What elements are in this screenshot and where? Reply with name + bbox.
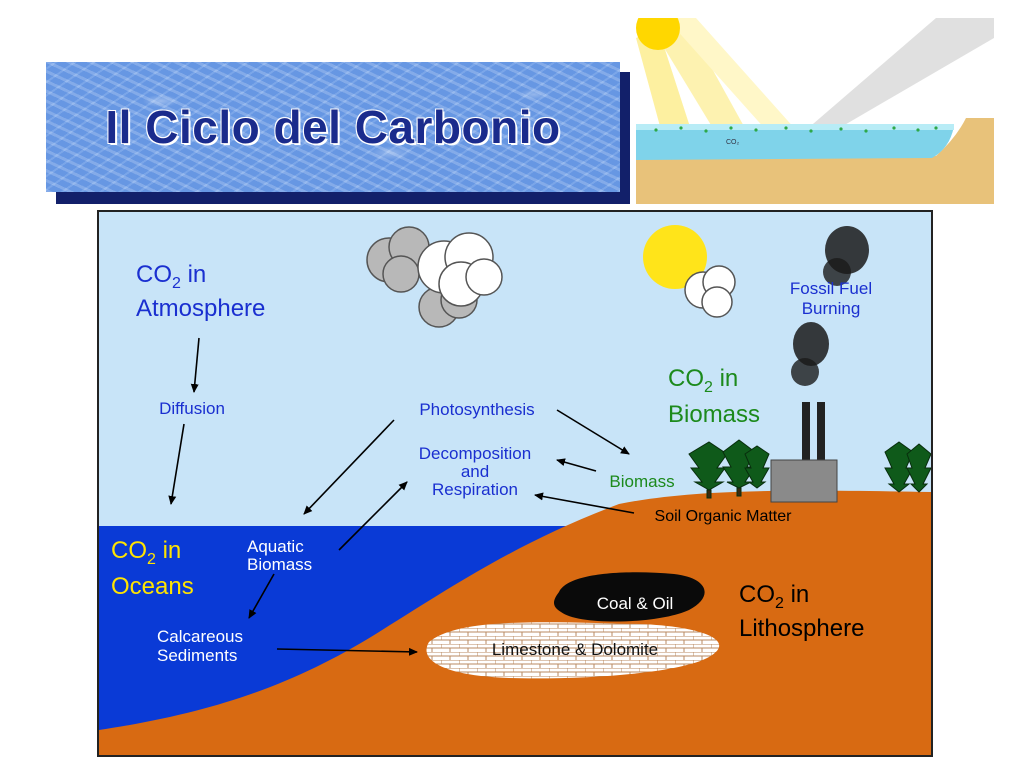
svg-text:and: and [461,462,489,481]
slide-title: Il Ciclo del Carbonio [105,101,561,153]
calcareous-sediments-label: Calcareous Sediments [157,627,243,665]
arrow-photosynthesis-biomass [556,409,630,455]
cloud-small-icon [684,265,736,318]
co2-oceans-label: CO2 in Oceans [111,537,194,600]
carbon-cycle-diagram: Coal & Oil Limestone & Dolomite CO2 in A… [97,210,933,757]
arrow-photosynthesis-aquatic [303,419,395,515]
svg-text:Sediments: Sediments [157,646,237,665]
sun-ray [646,18,746,130]
water [636,126,954,160]
arrow-diffusion-ocean [168,423,185,505]
flow-arrows [168,337,635,656]
limestone-dolomite-label: Limestone & Dolomite [492,640,658,659]
svg-text:CO2 in: CO2 in [739,581,809,612]
svg-text:CO2 in: CO2 in [111,537,181,568]
biomass-label: Biomass [609,472,674,491]
sun-ray [636,28,691,130]
arrow-soil-respiration [534,492,635,514]
sand [636,118,994,204]
reflected-ray [806,18,994,130]
soil-organic-matter-label: Soil Organic Matter [655,508,793,525]
svg-text:Lithosphere: Lithosphere [739,615,864,642]
diffusion-label: Diffusion [159,399,225,418]
sun-icon [636,18,680,50]
decomposition-respiration-label: Decomposition and Respiration [419,444,531,499]
co2-atmosphere-label: CO2 in Atmosphere [136,261,265,322]
co2-dots [654,126,938,133]
tree-icons [688,439,931,499]
sun-ray [666,18,796,130]
svg-text:Burning: Burning [802,299,861,318]
title-banner: Il Ciclo del Carbonio [46,62,620,192]
svg-text:Biomass: Biomass [668,401,760,428]
svg-text:CO2 in: CO2 in [668,365,738,396]
sun-over-water-illustration: CO₂ [636,18,994,204]
svg-text:CO2 in: CO2 in [136,261,206,292]
limestone-dolomite-deposit [426,622,720,679]
photosynthesis-label: Photosynthesis [419,400,534,419]
svg-text:Respiration: Respiration [432,480,518,499]
svg-text:Atmosphere: Atmosphere [136,295,265,322]
arrow-atmosphere-diffusion [190,337,200,393]
svg-text:Biomass: Biomass [247,555,312,574]
coal-oil-label: Coal & Oil [597,594,674,613]
cloud-white-icon [417,232,503,307]
co2-biomass-label: CO2 in Biomass [668,365,760,428]
factory-icon [770,402,838,503]
svg-text:Aquatic: Aquatic [247,537,304,556]
arrow-biomass-decomposition [556,458,597,472]
svg-text:Oceans: Oceans [111,573,194,600]
co2-lithosphere-label: CO2 in Lithosphere [739,581,864,642]
svg-text:Calcareous: Calcareous [157,627,243,646]
fossil-fuel-burning-label: Fossil Fuel Burning [790,279,872,318]
corner-co2-label: CO₂ [726,139,740,146]
arrow-calcareous-limestone [276,647,418,656]
coal-oil-deposit [554,572,705,622]
carbon-cycle-canvas: Coal & Oil Limestone & Dolomite CO2 in A… [99,212,931,755]
arrow-aquatic-decomposition [338,481,408,551]
arrow-aquatic-calcareous [248,573,275,619]
svg-text:Decomposition: Decomposition [419,444,531,463]
svg-text:Fossil Fuel: Fossil Fuel [790,279,872,298]
sun-icon [643,225,707,289]
smoke-plume-icon [791,226,869,386]
aquatic-biomass-label: Aquatic Biomass [247,537,312,574]
